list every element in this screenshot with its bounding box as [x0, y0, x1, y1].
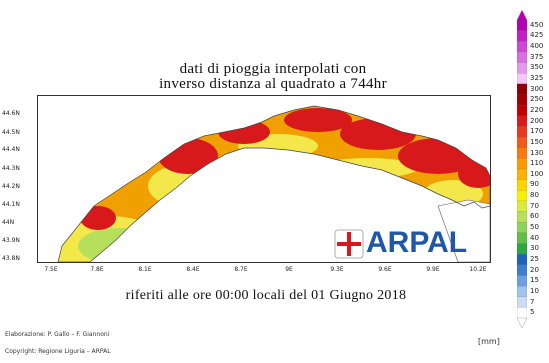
- colorbar-segment: [517, 211, 527, 223]
- high-rain-zone: [80, 206, 116, 230]
- colorbar-segment: [517, 158, 527, 170]
- colorbar-label: 425: [530, 31, 544, 40]
- colorbar-label: 170: [530, 127, 544, 136]
- lowest-rain-zone: [120, 233, 148, 251]
- colorbar-segment: [517, 254, 527, 266]
- colorbar-label: 110: [530, 159, 544, 168]
- colorbar-top-tip: [517, 10, 527, 20]
- colorbar-segment: [517, 115, 527, 127]
- colorbar-label: 400: [530, 42, 544, 51]
- colorbar-label: 30: [530, 244, 539, 253]
- colorbar-label: 25: [530, 254, 539, 263]
- colorbar-label: 325: [530, 74, 544, 83]
- colorbar-segment: [517, 232, 527, 244]
- colorbar-segment: [517, 275, 527, 287]
- map-subtitle: riferiti alle ore 00:00 locali del 01 Gi…: [125, 288, 407, 303]
- y-tick-label: 44.3N: [2, 165, 20, 172]
- colorbar-label: 350: [530, 63, 544, 72]
- coastline: [57, 105, 490, 262]
- colorbar-segment: [517, 285, 527, 298]
- colorbar-label: 80: [530, 191, 539, 200]
- colorbar-segment: [517, 41, 527, 53]
- colorbar-segment: [517, 264, 527, 276]
- x-tick-label: 9.9E: [426, 266, 440, 273]
- unit-label: [mm]: [478, 337, 500, 346]
- arpal-logo: ARPAL: [366, 226, 468, 259]
- colorbar-label: 150: [530, 137, 544, 146]
- x-tick-label: 9.3E: [330, 266, 344, 273]
- y-tick-label: 44.5N: [2, 129, 20, 136]
- colorbar-label: 130: [530, 148, 544, 157]
- map-title: dati di pioggia interpolati con inverso …: [60, 62, 486, 92]
- colorbar-label: 300: [530, 84, 544, 93]
- y-tick-label: 43.8N: [2, 255, 20, 262]
- colorbar-segment: [517, 296, 527, 308]
- colorbar-segment: [517, 190, 527, 202]
- colorbar-segment: [517, 200, 527, 212]
- x-tick-label: 9E: [285, 266, 293, 273]
- colorbar-label: 450: [530, 20, 544, 29]
- colorbar-label: 375: [530, 52, 544, 61]
- liguria-flag-icon: [334, 229, 364, 259]
- colorbar-label: 15: [530, 276, 539, 285]
- colorbar-segment: [517, 94, 527, 106]
- colorbar-label: 40: [530, 233, 539, 242]
- x-tick-label: 8.1E: [138, 266, 152, 273]
- colorbar-segment: [517, 222, 527, 234]
- neighbor-region: [437, 199, 490, 262]
- y-tick-label: 44.6N: [2, 110, 20, 117]
- map-title-line1: dati di pioggia interpolati con: [179, 61, 367, 77]
- y-tick-label: 44N: [2, 219, 15, 226]
- colorbar-segment: [517, 51, 527, 63]
- colorbar-label: 7: [530, 297, 535, 306]
- colorbar-label: 250: [530, 95, 544, 104]
- x-tick-label: 10.2E: [469, 266, 487, 273]
- colorbar-segment: [517, 83, 527, 95]
- colorbar-segment: [517, 243, 527, 255]
- x-tick-label: 7.8E: [90, 266, 104, 273]
- colorbar-segment: [517, 105, 527, 117]
- high-rain-zone: [284, 108, 352, 132]
- colorbar-segment: [517, 126, 527, 138]
- colorbar-label: 20: [530, 265, 539, 274]
- colorbar-label: 220: [530, 105, 544, 114]
- colorbar-label: 50: [530, 223, 539, 232]
- colorbar-label: 60: [530, 212, 539, 221]
- rainfall-map-svg: [57, 105, 490, 262]
- colorbar-segment: [517, 147, 527, 159]
- y-tick-label: 44.2N: [2, 183, 20, 190]
- colorbar-segment: [517, 62, 527, 74]
- x-tick-label: 8.7E: [234, 266, 248, 273]
- colorbar-label: 200: [530, 116, 544, 125]
- colorbar-segment: [517, 179, 527, 191]
- credit-copyright: Copyright: Regione Liguria – ARPAL: [5, 348, 111, 355]
- credit-elaboration: Elaborazione: P. Gallo – F. Giannoni: [5, 331, 110, 338]
- colorbar: [517, 10, 527, 328]
- colorbar-bottom-tip: [517, 317, 527, 328]
- colorbar-label: 5: [530, 308, 535, 317]
- rainfall-map: [37, 95, 491, 263]
- y-tick-label: 44.4N: [2, 146, 20, 153]
- colorbar-label: 100: [530, 169, 544, 178]
- colorbar-segment: [517, 136, 527, 149]
- map-title-line2: inverso distanza al quadrato a 744hr: [159, 76, 387, 92]
- y-tick-label: 44.1N: [2, 201, 20, 208]
- colorbar-segment: [517, 30, 527, 42]
- x-tick-label: 8.4E: [186, 266, 200, 273]
- colorbar-segment: [517, 168, 527, 181]
- high-rain-zone: [218, 120, 270, 144]
- x-tick-label: 9.6E: [378, 266, 392, 273]
- colorbar-segment: [517, 73, 527, 85]
- colorbar-segment: [517, 307, 527, 319]
- y-tick-label: 43.9N: [2, 237, 20, 244]
- colorbar-label: 70: [530, 201, 539, 210]
- colorbar-label: 90: [530, 180, 539, 189]
- colorbar-segment: [517, 19, 527, 32]
- x-tick-label: 7.5E: [44, 266, 58, 273]
- colorbar-label: 10: [530, 286, 539, 295]
